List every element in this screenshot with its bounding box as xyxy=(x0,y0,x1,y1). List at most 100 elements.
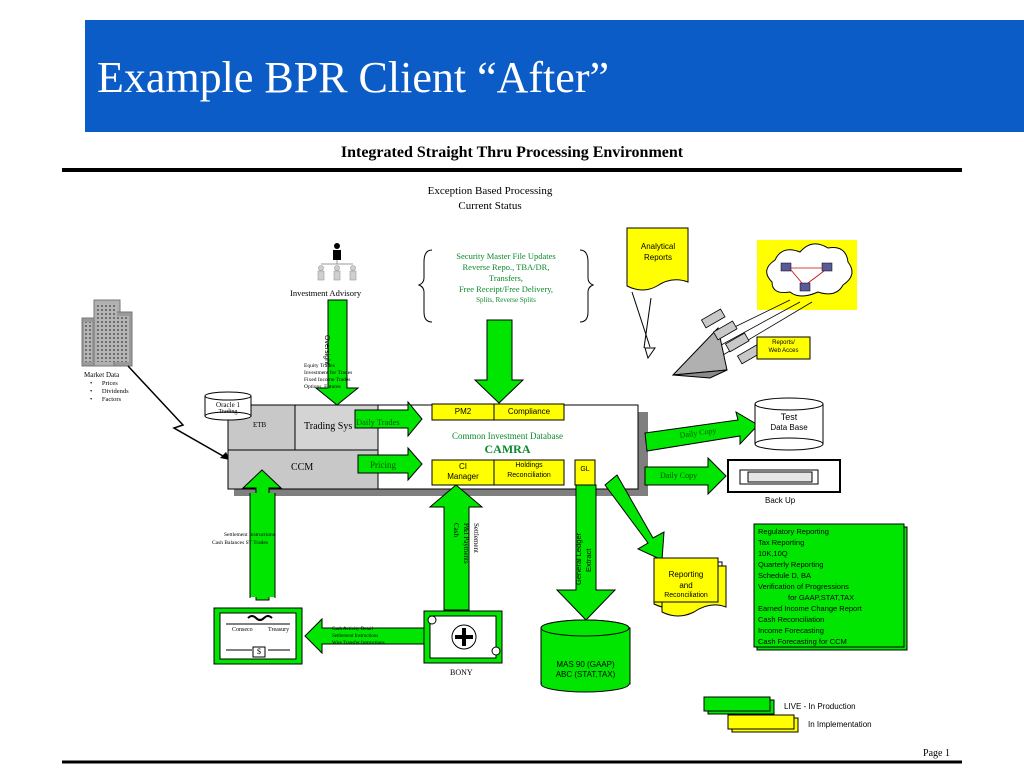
general-ledger-line1: General Ledger xyxy=(574,532,583,585)
regulatory-line1: Regulatory Reporting xyxy=(758,527,829,536)
diagram-title: Integrated Straight Thru Processing Envi… xyxy=(340,144,684,161)
regulatory-line8: Earned Income Change Report xyxy=(758,604,862,613)
test-db-line2: Data Base xyxy=(770,423,808,432)
exception-line1: Exception Based Processing xyxy=(427,185,553,197)
settlement-right-line1: Settlement xyxy=(472,523,480,553)
investment-advisory-label: Investment Advisory xyxy=(290,288,362,298)
ci-manager-line2: Manager xyxy=(447,472,479,481)
security-line2: Reverse Repo., TBA/DR, xyxy=(462,262,550,272)
market-data-item-1: • Prices xyxy=(90,380,118,387)
bony-label: BONY xyxy=(450,668,473,677)
regulatory-line7: for GAAP,STAT,TAX xyxy=(788,593,855,602)
conseco-label: Conseco xyxy=(232,627,253,633)
test-db-line1: Test xyxy=(780,412,798,422)
ci-manager-box xyxy=(431,459,495,486)
regulatory-line9: Cash Reconciliation xyxy=(758,615,825,624)
cash-activity-line3: Wire Transfer Instructions xyxy=(332,641,385,646)
cash-activity-arrow xyxy=(304,617,429,655)
back-up-label: Back Up xyxy=(765,496,796,505)
mas90-db-icon xyxy=(540,619,631,693)
header-bar: Example BPR Client “After” xyxy=(85,20,1024,132)
market-data-item-3: • Factors xyxy=(90,396,122,403)
etb-label: ETB xyxy=(253,421,267,429)
daily-trades-arrow xyxy=(354,400,423,438)
legend-impl: In Implementation xyxy=(808,720,872,729)
camra-label: CAMRA xyxy=(484,442,531,456)
org-chart-icon xyxy=(317,243,357,281)
market-data-title: Market Data xyxy=(84,371,120,379)
cash-activity-line1: Cash Activity Detail xyxy=(332,627,373,632)
network-computers xyxy=(780,262,833,292)
market-data-item-2: • Dividends xyxy=(90,388,129,395)
test-db-icon xyxy=(754,397,824,451)
regulatory-line11: Cash Forecasting for CCM xyxy=(758,637,847,646)
cash-activity-line2: Settlement Instructions xyxy=(332,634,379,639)
settlement-left-line1: Settlement Instructions xyxy=(224,532,275,538)
compliance-box xyxy=(493,403,565,421)
oversight-label: Oversight xyxy=(323,335,330,365)
settlement-up-arrow-right xyxy=(428,484,484,611)
common-db-label: Common Investment Database xyxy=(452,431,563,441)
network-cloud xyxy=(766,243,853,297)
oracle-line2: Trading xyxy=(218,409,238,415)
server-stack-icon xyxy=(700,308,762,365)
analytical-link xyxy=(631,291,651,348)
buildings-icon xyxy=(81,299,133,367)
daily-trades-label: Daily Trades xyxy=(356,417,400,427)
daily-copy-arrow-2 xyxy=(644,456,727,496)
security-line1: Security Master File Updates xyxy=(456,251,556,261)
pricing-arrow xyxy=(357,446,423,482)
ccm-label: CCM xyxy=(291,462,314,473)
oversight-arrow xyxy=(314,299,360,406)
security-line5: Splits, Reverse Splits xyxy=(476,296,536,304)
left-brace xyxy=(417,249,433,323)
security-line4: Free Receipt/Free Delivery, xyxy=(458,284,554,294)
trading-sys-label: Trading Sys xyxy=(304,421,353,432)
analytical-reports-line1: Analytical xyxy=(640,242,676,251)
general-ledger-arrow xyxy=(555,484,617,621)
dollar-label: $ xyxy=(257,647,261,656)
reports-web-line2: Web Acces xyxy=(768,348,799,354)
exception-line2: Current Status xyxy=(458,200,522,212)
analytical-reports-line2: Reports xyxy=(643,253,672,262)
regulatory-line3: 10K,10Q xyxy=(758,549,788,558)
equity-line4: Options, Futures xyxy=(304,384,341,390)
settlement-right-line2: P&I Payments xyxy=(462,523,470,564)
legend-live: LIVE - In Production xyxy=(784,702,856,711)
compliance-label: Compliance xyxy=(507,407,551,416)
market-data-link xyxy=(127,365,231,461)
regulatory-line2: Tax Reporting xyxy=(758,538,805,547)
right-brace xyxy=(579,249,595,323)
holdings-line1: Holdings xyxy=(515,462,543,469)
treasury-label: Treasury xyxy=(268,627,290,633)
regulatory-line4: Quarterly Reporting xyxy=(758,560,824,569)
reporting-line1: Reporting xyxy=(668,570,704,579)
security-arrow xyxy=(473,319,525,404)
bony-bank-icon xyxy=(423,610,503,664)
reports-web-box xyxy=(756,336,811,360)
ci-manager-line1: CI xyxy=(459,462,467,471)
settlement-right-line3: Cash xyxy=(452,523,460,537)
oracle-db-icon xyxy=(204,391,252,421)
daily-copy-arrow-1 xyxy=(644,410,759,452)
pricing-label: Pricing xyxy=(370,460,396,470)
reporting-arrow xyxy=(604,474,665,561)
regulatory-line6: Verification of Progressions xyxy=(758,582,849,591)
reporting-line3: Reconciliation xyxy=(664,592,708,599)
page-number: Page 1 xyxy=(923,748,950,759)
general-ledger-line2: Extract xyxy=(584,548,593,572)
reporting-line2: and xyxy=(679,581,693,590)
equity-line2: Investment for Trades xyxy=(304,370,353,376)
analytical-reports-doc xyxy=(626,227,689,291)
security-line3: Transfers, xyxy=(489,273,523,283)
holdings-line2: Reconciliation xyxy=(507,472,551,479)
daily-copy-2-label: Daily Copy xyxy=(660,471,698,480)
holdings-box xyxy=(493,459,565,486)
backup-tape-icon xyxy=(727,459,841,493)
legend xyxy=(703,696,799,733)
oracle-line1: Oracle 1 xyxy=(216,401,240,409)
conseco-check-icon xyxy=(213,607,303,665)
equity-line1: Equity Trades xyxy=(304,363,335,369)
slide-title: Example BPR Client “After” xyxy=(97,53,609,102)
pm2-label: PM2 xyxy=(454,407,472,416)
